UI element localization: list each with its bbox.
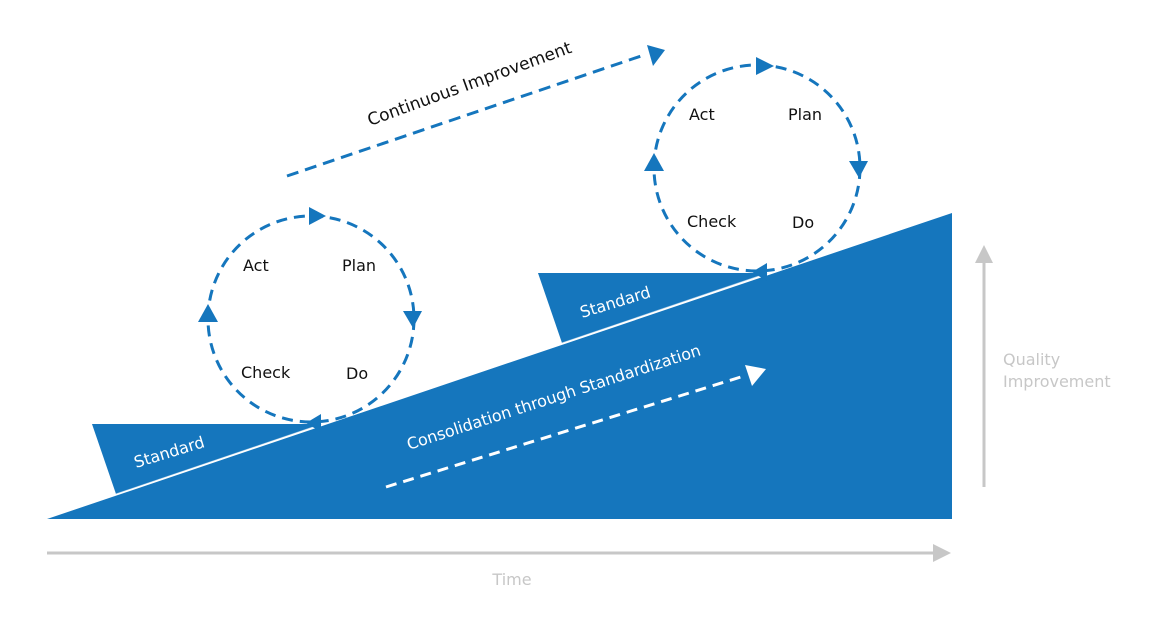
pdca-cycle-2-ring: [652, 63, 862, 273]
consolidation-arrow-line: [385, 374, 745, 489]
time-axis-label: Time: [491, 570, 531, 589]
standard-wedge-1: [92, 424, 322, 494]
pdca-cycle-1-arrow-right: [403, 311, 422, 328]
pdca-cycle-1-act: Act: [243, 256, 269, 275]
pdca-cycle-2-act: Act: [689, 105, 715, 124]
pdca-cycle-1-check: Check: [241, 363, 291, 382]
continuous-improvement-arrow-line: [286, 53, 645, 178]
quality-axis-arrow-head: [975, 245, 993, 263]
standard-wedge-2-edge: [561, 272, 769, 344]
pdca-cycle-1-arrow-top: [309, 207, 326, 225]
continuous-improvement-label: Continuous Improvement: [365, 38, 575, 131]
pdca-cycle-2-arrow-right: [849, 161, 868, 178]
quality-axis-label-line1: Quality: [1003, 350, 1060, 369]
pdca-cycle-1-do: Do: [346, 364, 368, 383]
pdca-cycle-2: Act Plan Check Do: [644, 57, 868, 281]
pdca-cycle-1-ring: [206, 214, 416, 424]
pdca-cycle-2-arrow-left: [644, 153, 664, 171]
standard-wedge-2: [538, 273, 768, 343]
standard-wedge-1-edge: [115, 423, 323, 495]
consolidation-arrow-head: [745, 365, 766, 386]
improvement-slope: [47, 213, 952, 519]
continuous-improvement-arrow-head: [647, 45, 665, 66]
pdca-cycle-2-plan: Plan: [788, 105, 822, 124]
pdca-cycle-2-arrow-top: [756, 57, 774, 75]
pdca-cycle-1-plan: Plan: [342, 256, 376, 275]
quality-axis-label-line2: Improvement: [1003, 372, 1111, 391]
pdca-cycle-2-do: Do: [792, 213, 814, 232]
pdca-cycle-1-arrow-left: [198, 304, 218, 322]
pdca-cycle-1: Act Plan Check Do: [198, 207, 422, 432]
pdca-cycle-1-arrow-bottom: [306, 414, 321, 432]
time-axis-arrow-head: [933, 544, 951, 562]
pdca-cycle-2-arrow-bottom: [752, 263, 767, 281]
pdca-cycle-2-check: Check: [687, 212, 737, 231]
